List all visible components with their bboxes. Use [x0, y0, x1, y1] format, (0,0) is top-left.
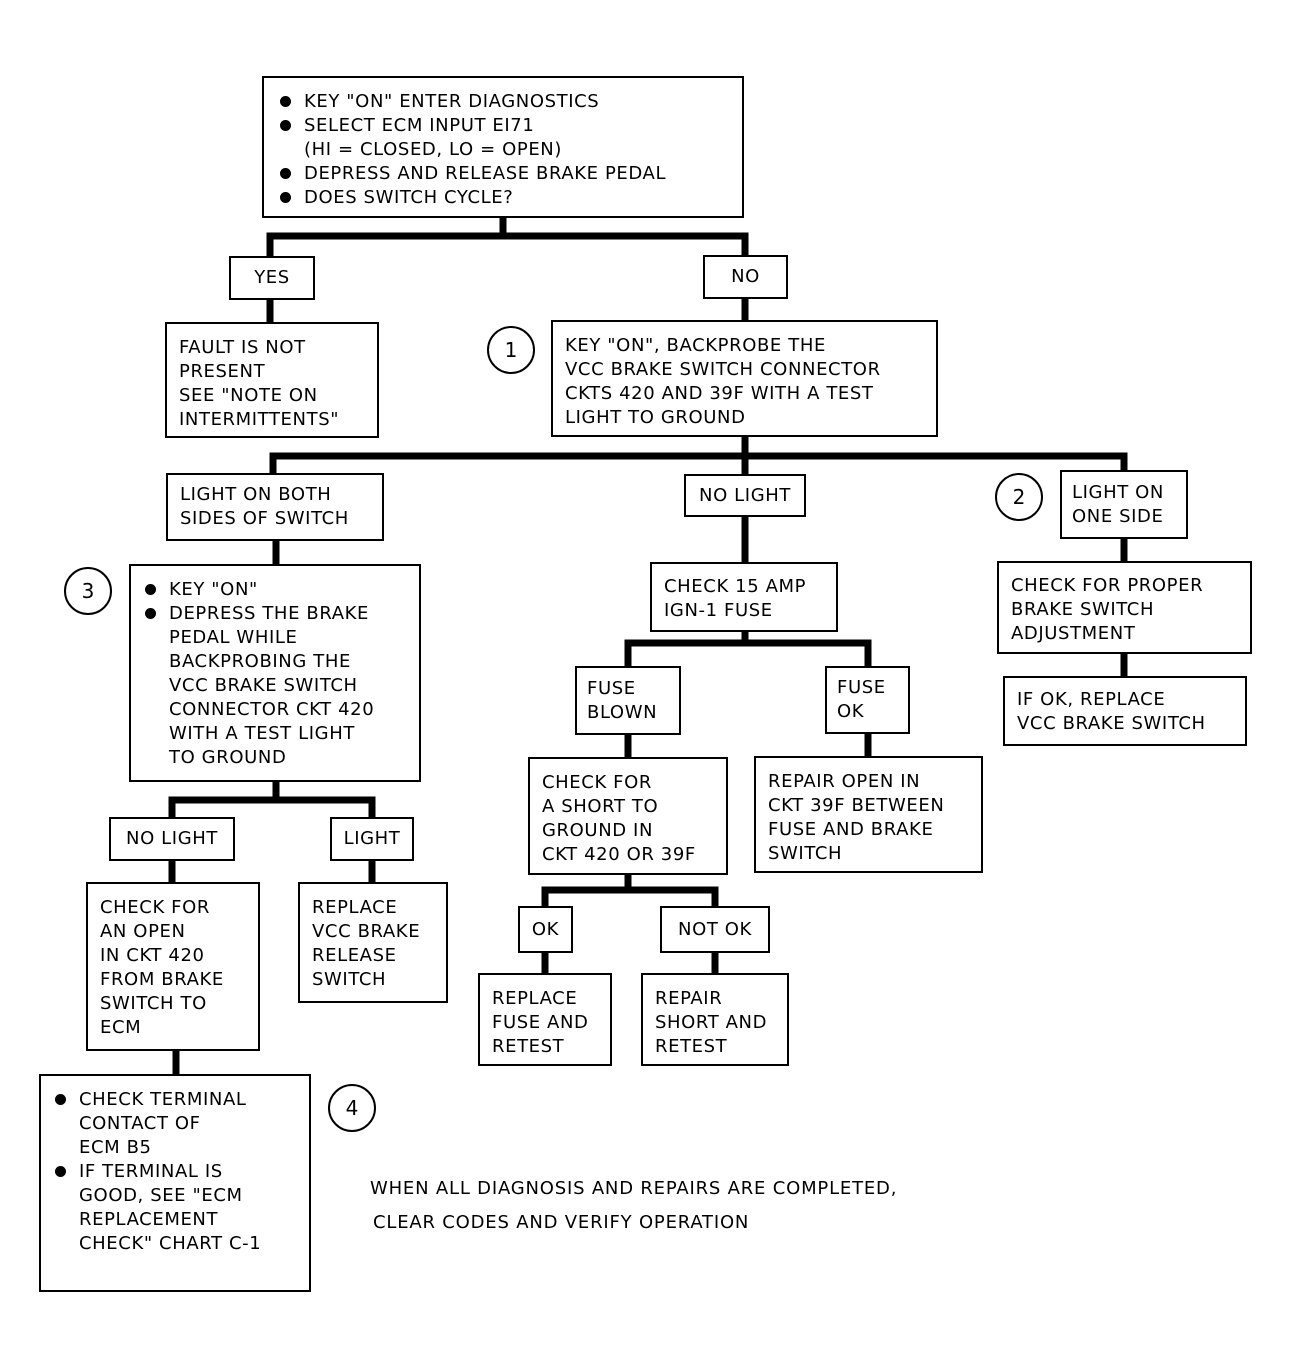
check-open-420-box: CHECK FOR AN OPEN IN CKT 420 FROM BRAKE … — [86, 882, 260, 1051]
ok-label: OK — [518, 906, 573, 953]
fault-not-present-box: FAULT IS NOT PRESENT SEE "NOTE ON INTERM… — [165, 322, 379, 438]
depress-step-backprobe: DEPRESS THE BRAKE PEDAL WHILE BACKPROBIN… — [143, 602, 409, 770]
step-number-1: 1 — [487, 326, 535, 374]
terminal-step-check-contact: CHECK TERMINAL CONTACT OF ECM B5 — [53, 1088, 301, 1160]
start-box: KEY "ON" ENTER DIAGNOSTICS SELECT ECM IN… — [262, 76, 744, 218]
check-short-box: CHECK FOR A SHORT TO GROUND IN CKT 420 O… — [528, 757, 728, 875]
start-step-switch-cycle: DOES SWITCH CYCLE? — [278, 186, 730, 210]
yes-label: YES — [229, 256, 315, 300]
start-step-key-on: KEY "ON" ENTER DIAGNOSTICS — [278, 90, 730, 114]
check-terminal-box: CHECK TERMINAL CONTACT OF ECM B5 IF TERM… — [39, 1074, 311, 1292]
fuse-ok-label: FUSE OK — [825, 666, 910, 734]
repair-open-39f-box: REPAIR OPEN IN CKT 39F BETWEEN FUSE AND … — [754, 756, 983, 873]
no-light-label-2: NO LIGHT — [109, 817, 235, 861]
fuse-blown-label: FUSE BLOWN — [575, 666, 681, 735]
light-label: LIGHT — [330, 817, 414, 861]
depress-brake-box: KEY "ON" DEPRESS THE BRAKE PEDAL WHILE B… — [129, 564, 421, 782]
completion-note: WHEN ALL DIAGNOSIS AND REPAIRS ARE COMPL… — [370, 1172, 897, 1240]
backprobe-box: KEY "ON", BACKPROBE THE VCC BRAKE SWITCH… — [551, 320, 938, 437]
completion-note-line-1: WHEN ALL DIAGNOSIS AND REPAIRS ARE COMPL… — [370, 1178, 898, 1199]
step-number-3: 3 — [64, 567, 112, 615]
terminal-step-ecm-replacement: IF TERMINAL IS GOOD, SEE "ECM REPLACEMEN… — [53, 1160, 301, 1256]
check-adjustment-box: CHECK FOR PROPER BRAKE SWITCH ADJUSTMENT — [997, 561, 1252, 654]
check-fuse-box: CHECK 15 AMP IGN-1 FUSE — [650, 562, 838, 632]
depress-step-key-on: KEY "ON" — [143, 578, 409, 602]
step-number-2: 2 — [995, 473, 1043, 521]
no-label: NO — [703, 255, 788, 299]
replace-vcc-switch-box: IF OK, REPLACE VCC BRAKE SWITCH — [1003, 676, 1247, 746]
start-step-depress-pedal: DEPRESS AND RELEASE BRAKE PEDAL — [278, 162, 730, 186]
replace-fuse-box: REPLACE FUSE AND RETEST — [478, 973, 612, 1066]
step-number-4: 4 — [328, 1084, 376, 1132]
replace-release-switch-box: REPLACE VCC BRAKE RELEASE SWITCH — [298, 882, 448, 1003]
repair-short-box: REPAIR SHORT AND RETEST — [641, 973, 789, 1066]
no-light-label: NO LIGHT — [684, 474, 806, 517]
not-ok-label: NOT OK — [660, 906, 770, 953]
light-one-side-label: LIGHT ON ONE SIDE — [1060, 470, 1188, 539]
light-both-sides-label: LIGHT ON BOTH SIDES OF SWITCH — [166, 473, 384, 541]
completion-note-line-2: CLEAR CODES AND VERIFY OPERATION — [373, 1212, 750, 1233]
start-step-select-input: SELECT ECM INPUT EI71(HI = CLOSED, LO = … — [278, 114, 730, 162]
